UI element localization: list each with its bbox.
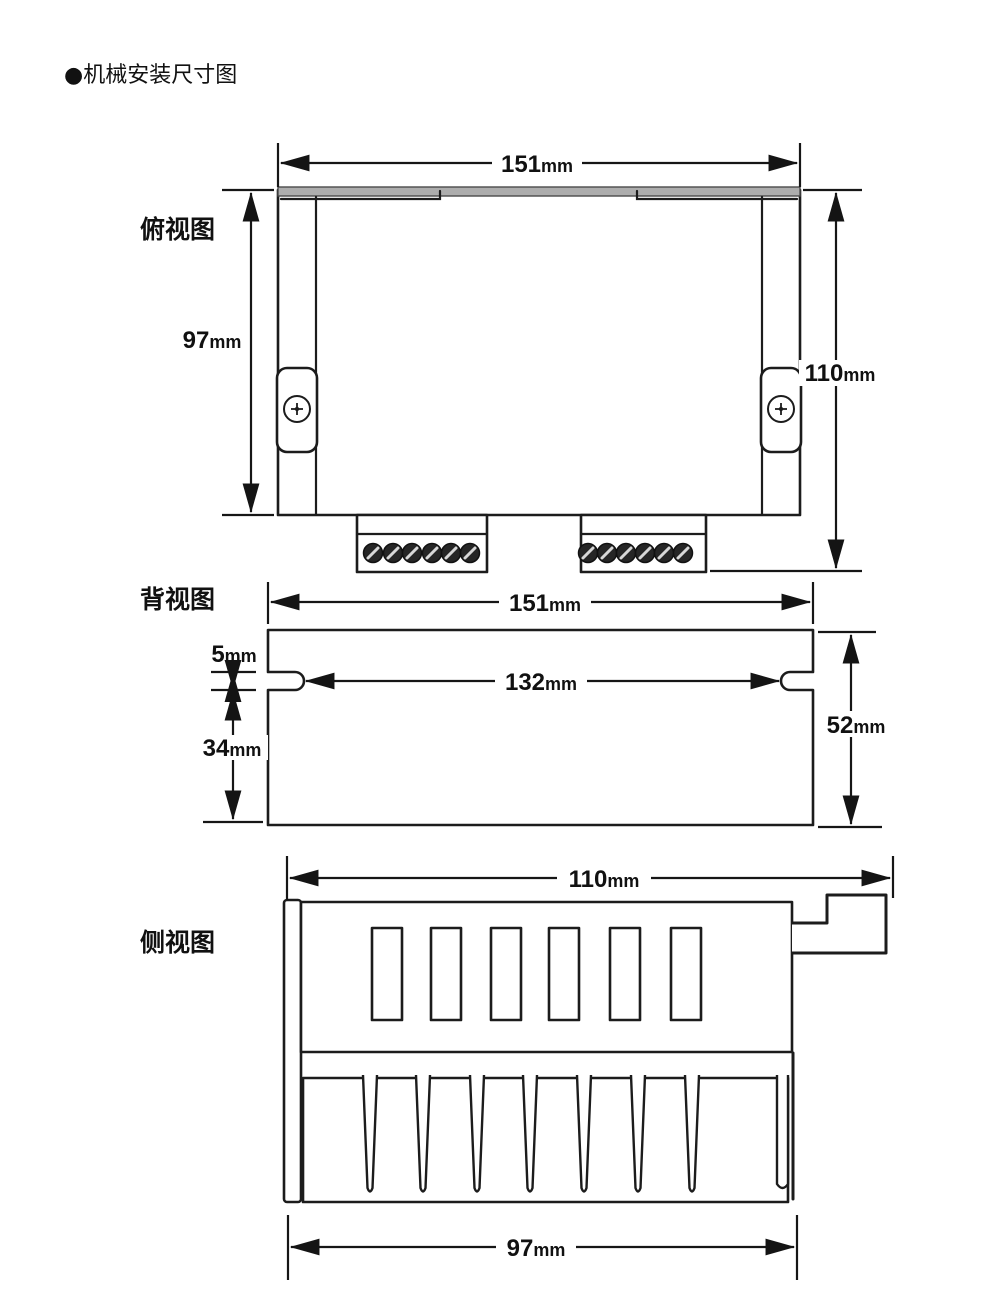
dim-label: 97mm	[507, 1235, 566, 1262]
dim-back-lower-height: 34mm	[198, 690, 268, 824]
panel-end-cap-left	[279, 189, 442, 201]
dim-label: 34mm	[203, 735, 262, 762]
back-view-label: 背视图	[140, 585, 215, 614]
back-view-body	[266, 628, 815, 827]
dim-top-depth: 97mm	[176, 188, 274, 517]
dim-back-width: 151mm	[266, 582, 815, 624]
mounting-ear-left	[275, 366, 319, 454]
dim-label: 132mm	[505, 669, 577, 696]
page-title: ●机械安装尺寸图	[64, 63, 237, 88]
heatsink-fin-notches	[361, 1074, 790, 1193]
dim-label: 110mm	[805, 360, 876, 387]
mounting-tab	[792, 893, 888, 955]
front-panel-edge	[277, 186, 801, 197]
mounting-plate-left	[282, 898, 303, 1204]
dim-label: 5mm	[211, 641, 256, 668]
screw-icon	[283, 395, 311, 423]
dim-side-body-width: 97mm	[286, 1215, 799, 1280]
screw-icon	[767, 395, 795, 423]
dim-side-total-width: 110mm	[285, 856, 895, 900]
top-view-label: 俯视图	[140, 215, 215, 244]
terminal-screw-icon	[362, 542, 481, 564]
back-view: 背视图 151mm 132mm 5mm	[140, 582, 892, 829]
mounting-ear-right	[759, 366, 803, 454]
panel-end-cap-right	[635, 189, 799, 201]
terminal-block-left	[355, 513, 489, 574]
top-view-body	[276, 188, 802, 517]
dim-label: 110mm	[569, 866, 640, 893]
dim-top-width: 151mm	[276, 143, 802, 187]
top-view: 俯视图	[140, 143, 879, 574]
dim-back-height: 52mm	[818, 630, 892, 829]
dim-label: 151mm	[509, 590, 581, 617]
dim-back-slot-span: 132mm	[304, 667, 781, 696]
heatsink	[301, 1051, 795, 1204]
vent-slots	[370, 926, 703, 1022]
dim-back-slot-height: 5mm	[211, 641, 257, 702]
side-view-label: 侧视图	[140, 928, 215, 957]
terminal-screw-icon	[577, 542, 694, 564]
terminal-block-right	[577, 513, 708, 574]
dim-label: 97mm	[183, 327, 242, 354]
dim-label: 52mm	[827, 712, 886, 739]
side-view: 侧视图	[140, 856, 895, 1280]
dim-top-total-depth: 110mm	[710, 188, 879, 573]
dim-label: 151mm	[501, 151, 573, 178]
